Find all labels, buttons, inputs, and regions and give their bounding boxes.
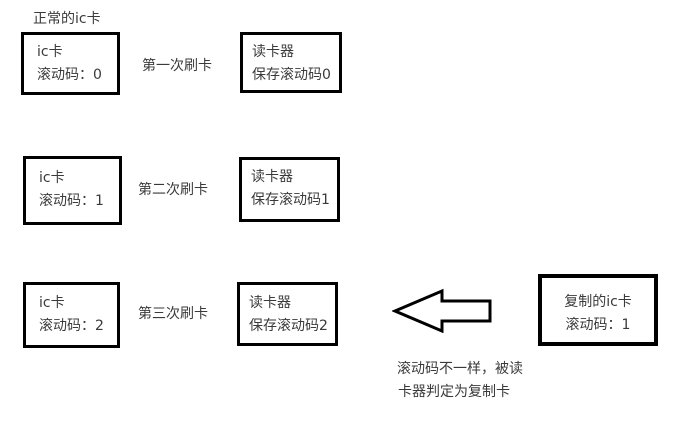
reader-name: 读卡器 — [252, 44, 294, 60]
diagram-title: 正常的ic卡 — [33, 11, 101, 27]
reader-name: 读卡器 — [249, 295, 291, 311]
cloned-card-box: 复制的ic卡 滚动码：1 — [538, 274, 658, 346]
saved-code-value: 保存滚动码1 — [251, 192, 330, 208]
card-reader-box-2: 读卡器 保存滚动码1 — [239, 157, 340, 222]
ic-card-name: ic卡 — [39, 295, 65, 311]
swipe-label-1: 第一次刷卡 — [142, 58, 212, 74]
ic-card-box-2: ic卡 滚动码：1 — [23, 156, 122, 225]
swipe-label-2: 第二次刷卡 — [138, 182, 208, 198]
ic-card-name: ic卡 — [39, 170, 65, 186]
rolling-code-value: 滚动码：0 — [37, 67, 102, 83]
reader-name: 读卡器 — [251, 169, 293, 185]
ic-card-box-1: ic卡 滚动码：0 — [21, 32, 120, 95]
card-reader-box-1: 读卡器 保存滚动码0 — [240, 32, 342, 93]
caption-line-2: 卡器判定为复制卡 — [398, 384, 510, 400]
rolling-code-value: 滚动码：1 — [39, 193, 104, 209]
saved-code-value: 保存滚动码2 — [249, 318, 328, 334]
caption-line-1: 滚动码不一样，被读 — [397, 361, 523, 377]
ic-card-name: ic卡 — [37, 44, 63, 60]
saved-code-value: 保存滚动码0 — [252, 67, 331, 83]
ic-card-box-3: ic卡 滚动码：2 — [23, 282, 120, 348]
left-arrow-icon — [391, 288, 493, 334]
card-reader-box-3: 读卡器 保存滚动码2 — [237, 282, 338, 346]
swipe-label-3: 第三次刷卡 — [138, 306, 208, 322]
rolling-code-value: 滚动码：2 — [39, 318, 104, 334]
cloned-rolling-code-value: 滚动码：1 — [565, 317, 631, 333]
cloned-card-name: 复制的ic卡 — [564, 294, 632, 310]
